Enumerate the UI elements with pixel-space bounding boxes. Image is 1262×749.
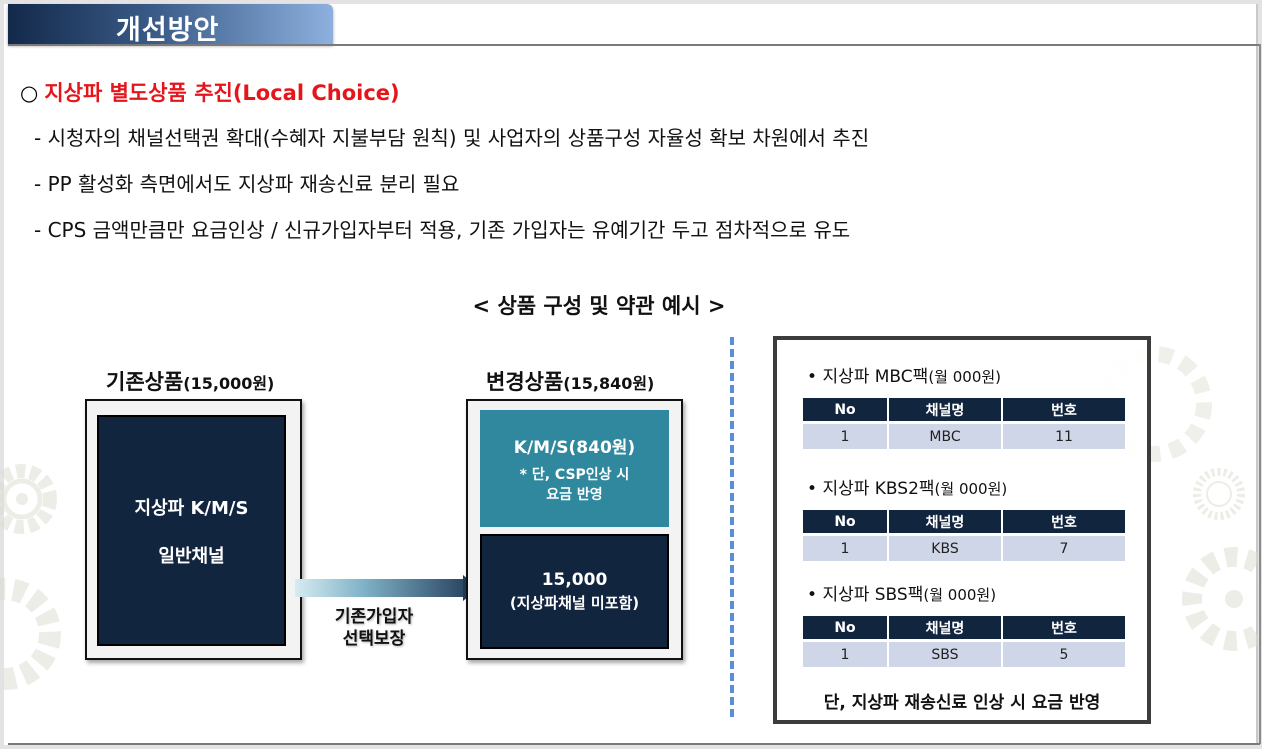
column-header-number: 번호 xyxy=(1003,616,1125,642)
existing-product-box: 지상파 K/M/S 일반채널 xyxy=(85,399,302,660)
cell-no: 1 xyxy=(803,536,887,561)
pack-title-sbs: • 지상파 SBS팩(월 000원) xyxy=(807,580,996,605)
pack-name: 지상파 KBS2팩 xyxy=(822,479,935,499)
table-row: 1 SBS 5 xyxy=(803,642,1125,667)
pack-title-kbs2: • 지상파 KBS2팩(월 000원) xyxy=(807,474,1007,499)
frame-border-bottom xyxy=(8,743,1260,745)
column-header-channel: 채널명 xyxy=(889,510,1001,536)
channel-packs-panel: • 지상파 MBC팩(월 000원) No 채널명 번호 1 MBC 11 • … xyxy=(773,336,1151,724)
changed-product-name: 변경상품 xyxy=(486,370,564,394)
table-header-row: No 채널명 번호 xyxy=(803,510,1125,536)
column-header-no: No xyxy=(803,398,887,424)
table-row: 1 MBC 11 xyxy=(803,424,1125,449)
changed-product-price: (15,840원) xyxy=(563,374,655,393)
arrow-label: 기존가입자 선택보장 xyxy=(314,606,434,650)
section-heading: ○지상파 별도상품 추진(Local Choice) xyxy=(20,77,400,107)
column-header-channel: 채널명 xyxy=(889,616,1001,642)
table-header-row: No 채널명 번호 xyxy=(803,616,1125,642)
column-header-channel: 채널명 xyxy=(889,398,1001,424)
kms-addon-box: K/M/S(840원) * 단, CSP인상 시 요금 반영 xyxy=(480,410,669,527)
dashed-divider xyxy=(730,337,734,717)
changed-product-title: 변경상품(15,840원) xyxy=(486,366,654,396)
pack-table-mbc: No 채널명 번호 1 MBC 11 xyxy=(801,398,1127,449)
pack-price: (월 000원) xyxy=(934,480,1008,498)
transition-arrow-shaft xyxy=(295,579,465,597)
bullet-dot-icon: • xyxy=(807,367,818,387)
kms-addon-note1: * 단, CSP인상 시 xyxy=(519,467,630,483)
changed-product-box: K/M/S(840원) * 단, CSP인상 시 요금 반영 15,000 (지… xyxy=(466,399,683,660)
pack-table-sbs: No 채널명 번호 1 SBS 5 xyxy=(801,616,1127,667)
base-package-price: 15,000 xyxy=(541,570,608,590)
slide-title-tab: 개선방안 xyxy=(8,4,333,46)
pack-price: (월 000원) xyxy=(928,368,1002,386)
cell-channel: MBC xyxy=(889,424,1001,449)
bullet-dot-icon: • xyxy=(807,479,818,499)
gear-decoration-icon xyxy=(1193,468,1245,520)
circle-bullet-icon: ○ xyxy=(20,81,39,105)
bullet-item: - CPS 금액만큼만 요금인상 / 신규가입자부터 적용, 기존 가입자는 유… xyxy=(34,218,851,242)
pack-title-mbc: • 지상파 MBC팩(월 000원) xyxy=(807,362,1001,387)
table-header-row: No 채널명 번호 xyxy=(803,398,1125,424)
frame-border-right xyxy=(1259,44,1261,744)
pack-footnote: 단, 지상파 재송신료 인상 시 요금 반영 xyxy=(823,693,1101,713)
section-heading-text: 지상파 별도상품 추진(Local Choice) xyxy=(44,81,400,105)
existing-product-name: 기존상품 xyxy=(106,370,184,394)
pack-price: (월 000원) xyxy=(923,586,997,604)
column-header-number: 번호 xyxy=(1003,398,1125,424)
table-row: 1 KBS 7 xyxy=(803,536,1125,561)
kms-addon-price: K/M/S(840원) xyxy=(513,438,636,458)
gear-decoration-icon xyxy=(1104,346,1212,462)
existing-line-kms: 지상파 K/M/S xyxy=(134,497,249,519)
gear-decoration-icon xyxy=(0,464,57,534)
pack-table-kbs2: No 채널명 번호 1 KBS 7 xyxy=(801,510,1127,561)
bullet-item: - 시청자의 채널선택권 확대(수혜자 지불부담 원칙) 및 사업자의 상품구성… xyxy=(34,126,870,150)
existing-product-price: (15,000원) xyxy=(183,374,275,393)
column-header-no: No xyxy=(803,510,887,536)
gear-decoration-icon xyxy=(0,578,61,690)
title-underline xyxy=(8,44,1260,46)
base-package-note: (지상파채널 미포함) xyxy=(509,594,640,612)
bullet-item: - PP 활성화 측면에서도 지상파 재송신료 분리 필요 xyxy=(34,172,460,196)
cell-channel: KBS xyxy=(889,536,1001,561)
column-header-number: 번호 xyxy=(1003,510,1125,536)
cell-no: 1 xyxy=(803,424,887,449)
diagram-caption: < 상품 구성 및 약관 예시 > xyxy=(472,294,726,318)
column-header-no: No xyxy=(803,616,887,642)
slide-title: 개선방안 xyxy=(116,15,220,46)
cell-channel: SBS xyxy=(889,642,1001,667)
pack-name: 지상파 MBC팩 xyxy=(822,367,929,387)
cell-number: 5 xyxy=(1003,642,1125,667)
cell-number: 7 xyxy=(1003,536,1125,561)
pack-name: 지상파 SBS팩 xyxy=(822,585,924,605)
bullet-dot-icon: • xyxy=(807,585,818,605)
existing-product-content: 지상파 K/M/S 일반채널 xyxy=(97,415,286,646)
kms-addon-note2: 요금 반영 xyxy=(546,487,603,503)
existing-line-general: 일반채널 xyxy=(158,545,225,567)
gear-decoration-icon xyxy=(1182,547,1262,651)
arrow-label-line1: 기존가입자 xyxy=(334,607,414,627)
base-package-box: 15,000 (지상파채널 미포함) xyxy=(480,534,669,649)
arrow-label-line2: 선택보장 xyxy=(342,629,406,649)
existing-product-title: 기존상품(15,000원) xyxy=(106,366,274,396)
cell-number: 11 xyxy=(1003,424,1125,449)
cell-no: 1 xyxy=(803,642,887,667)
slide: 개선방안 ○지상파 별도상품 추진(Local Choice) - 시청자의 채… xyxy=(0,4,1262,745)
